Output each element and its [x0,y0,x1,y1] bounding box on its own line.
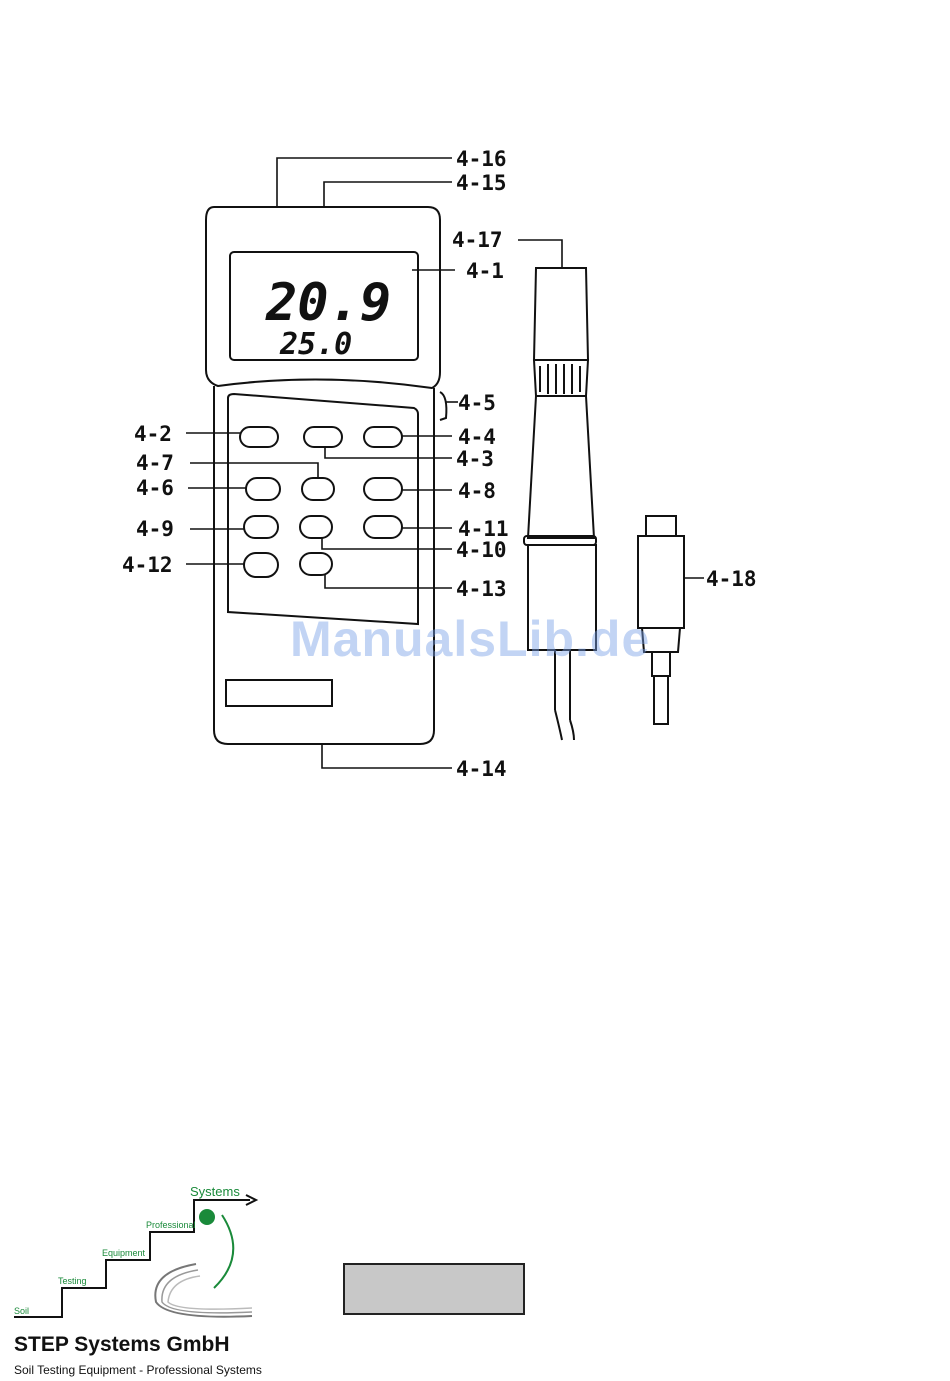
leader-lines [186,158,704,768]
button-4-11 [364,516,402,538]
callout-4-17: 4-17 [452,228,503,252]
oxygen-probe [524,268,596,740]
company-name: STEP Systems GmbH [14,1333,230,1357]
logo-word-soil: Soil [14,1306,29,1316]
company-tagline: Soil Testing Equipment - Professional Sy… [14,1363,262,1377]
logo-word-professional: Professional [146,1220,196,1230]
callout-4-4: 4-4 [458,425,496,449]
callout-4-7: 4-7 [136,451,174,475]
watermark: ManualsLib.de [290,610,650,668]
logo-word-equipment: Equipment [102,1248,146,1258]
button-4-12 [244,553,278,577]
button-4-3 [304,427,342,447]
keypad-panel [228,394,418,624]
button-4-8 [364,478,402,500]
side-connector [440,392,446,420]
callout-4-3: 4-3 [456,447,494,471]
button-4-10 [300,516,332,538]
callout-4-6: 4-6 [136,476,174,500]
callout-4-5: 4-5 [458,391,496,415]
callout-4-13: 4-13 [456,577,507,601]
meter-label-plate [226,680,332,706]
button-4-4 [364,427,402,447]
callout-4-2: 4-2 [134,422,172,446]
keypad-buttons [240,427,402,577]
logo-word-testing: Testing [58,1276,87,1286]
callout-4-12: 4-12 [122,553,173,577]
button-4-7 [302,478,334,500]
button-4-6 [246,478,280,500]
gray-box [343,1263,525,1315]
callout-4-10: 4-10 [456,538,507,562]
button-4-2 [240,427,278,447]
instrument-diagram: 20.9 25.0 4-16 4-15 4-17 4-1 4-5 4-2 4-4… [0,0,950,880]
button-4-9 [244,516,278,538]
logo-ball-icon [199,1209,215,1225]
callout-4-14: 4-14 [456,757,507,781]
callout-4-15: 4-15 [456,171,507,195]
callout-4-16: 4-16 [456,147,507,171]
button-4-13 [300,553,332,575]
callout-4-18: 4-18 [706,567,757,591]
callout-4-8: 4-8 [458,479,496,503]
callout-4-1: 4-1 [466,259,504,283]
logo-word-systems: Systems [190,1184,240,1199]
lcd-secondary-reading: 25.0 [279,327,352,362]
callout-4-9: 4-9 [136,517,174,541]
lcd-primary-reading: 20.9 [265,273,391,333]
